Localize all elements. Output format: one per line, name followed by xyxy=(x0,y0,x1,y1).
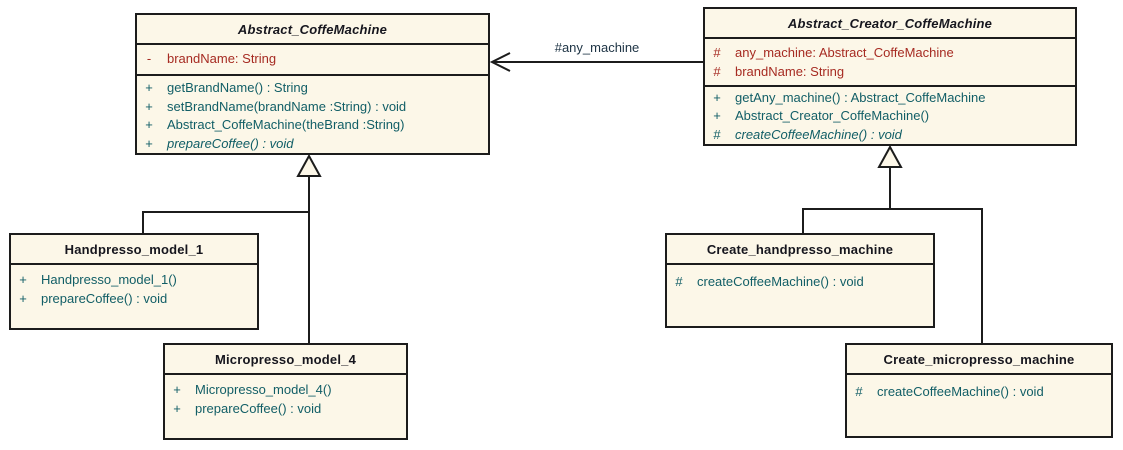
attribute-text: brandName: String xyxy=(167,51,277,66)
method-text: Micropresso_model_4() xyxy=(195,382,332,397)
visibility-marker: # xyxy=(675,274,683,289)
methods-compartment: + getBrandName() : String + setBrandName… xyxy=(137,76,488,153)
class-title: Micropresso_model_4 xyxy=(165,345,406,375)
method-text: createCoffeeMachine() : void xyxy=(877,384,1044,399)
methods-compartment: + getAny_machine() : Abstract_CoffeMachi… xyxy=(705,87,1075,145)
method-row: + getAny_machine() : Abstract_CoffeMachi… xyxy=(705,89,1075,108)
method-text: setBrandName(brandName :String) : void xyxy=(167,98,407,114)
method-row: + getBrandName() : String xyxy=(137,79,488,98)
visibility-marker: + xyxy=(173,400,181,416)
visibility-marker: - xyxy=(146,51,152,66)
class-title: Create_micropresso_machine xyxy=(847,345,1111,375)
method-text: createCoffeeMachine() : void xyxy=(735,126,902,142)
method-row: + Abstract_Creator_CoffeMachine() xyxy=(705,107,1075,126)
method-text: createCoffeeMachine() : void xyxy=(697,274,864,289)
visibility-marker: + xyxy=(713,89,721,105)
class-box-handpresso-model-1[interactable]: Handpresso_model_1 + Handpresso_model_1(… xyxy=(9,233,259,330)
class-title: Handpresso_model_1 xyxy=(11,235,257,265)
hollow-triangle-icon xyxy=(877,144,903,168)
class-box-create-micropresso-machine[interactable]: Create_micropresso_machine # createCoffe… xyxy=(845,343,1113,438)
open-arrowhead-icon xyxy=(489,52,511,72)
method-text: Abstract_Creator_CoffeMachine() xyxy=(735,108,930,123)
generalization-right-group[interactable] xyxy=(802,144,983,344)
class-box-abstract-creator-coffemachine[interactable]: Abstract_Creator_CoffeMachine # any_mach… xyxy=(703,7,1077,146)
attribute-text: brandName: String xyxy=(735,63,845,79)
visibility-marker: # xyxy=(855,384,863,399)
visibility-marker: + xyxy=(173,382,181,397)
method-row: + Micropresso_model_4() xyxy=(165,381,406,400)
class-box-create-handpresso-machine[interactable]: Create_handpresso_machine # createCoffee… xyxy=(665,233,935,328)
attribute-row: # any_machine: Abstract_CoffeMachine xyxy=(705,44,1075,63)
method-row: + prepareCoffee() : void xyxy=(137,135,488,154)
visibility-marker: # xyxy=(713,45,721,61)
hollow-triangle-icon xyxy=(296,153,322,177)
method-text: prepareCoffee() : void xyxy=(195,400,322,416)
class-title: Abstract_CoffeMachine xyxy=(137,15,488,45)
visibility-marker: # xyxy=(713,126,721,142)
association-label: #any_machine xyxy=(555,40,640,55)
visibility-marker: + xyxy=(713,108,721,123)
method-row: + prepareCoffee() : void xyxy=(165,400,406,419)
class-title: Create_handpresso_machine xyxy=(667,235,933,265)
method-row: # createCoffeeMachine() : void xyxy=(667,273,933,292)
method-row: + setBrandName(brandName :String) : void xyxy=(137,98,488,117)
method-text: getAny_machine() : Abstract_CoffeMachine xyxy=(735,89,986,105)
methods-compartment: # createCoffeeMachine() : void xyxy=(667,265,933,326)
method-row: + prepareCoffee() : void xyxy=(11,290,257,309)
method-row: # createCoffeeMachine() : void xyxy=(847,383,1111,402)
method-row: # createCoffeeMachine() : void xyxy=(705,126,1075,145)
visibility-marker: + xyxy=(145,117,153,132)
visibility-marker: + xyxy=(145,135,153,151)
attributes-compartment: - brandName: String xyxy=(137,45,488,76)
method-row: + Abstract_CoffeMachine(theBrand :String… xyxy=(137,116,488,135)
methods-compartment: # createCoffeeMachine() : void xyxy=(847,375,1111,436)
methods-compartment: + Micropresso_model_4() + prepareCoffee(… xyxy=(165,375,406,438)
method-text: prepareCoffee() : void xyxy=(41,290,168,306)
method-row: + Handpresso_model_1() xyxy=(11,271,257,290)
visibility-marker: + xyxy=(19,290,27,306)
generalization-left-group[interactable] xyxy=(142,153,322,344)
attribute-row: - brandName: String xyxy=(137,50,488,69)
class-title: Abstract_Creator_CoffeMachine xyxy=(705,9,1075,40)
class-box-abstract-coffemachine[interactable]: Abstract_CoffeMachine - brandName: Strin… xyxy=(135,13,490,155)
method-text: Handpresso_model_1() xyxy=(41,272,177,287)
association-any-machine[interactable]: #any_machine xyxy=(489,40,703,72)
visibility-marker: + xyxy=(19,272,27,287)
attributes-compartment: # any_machine: Abstract_CoffeMachine # b… xyxy=(705,39,1075,87)
attribute-row: # brandName: String xyxy=(705,63,1075,82)
method-text: prepareCoffee() : void xyxy=(167,135,294,151)
visibility-marker: + xyxy=(145,98,153,114)
visibility-marker: + xyxy=(145,80,153,95)
method-text: Abstract_CoffeMachine(theBrand :String) xyxy=(167,117,405,132)
method-text: getBrandName() : String xyxy=(167,80,308,95)
class-box-micropresso-model-4[interactable]: Micropresso_model_4 + Micropresso_model_… xyxy=(163,343,408,440)
attribute-text: any_machine: Abstract_CoffeMachine xyxy=(735,45,954,61)
methods-compartment: + Handpresso_model_1() + prepareCoffee()… xyxy=(11,265,257,328)
visibility-marker: # xyxy=(713,63,721,79)
